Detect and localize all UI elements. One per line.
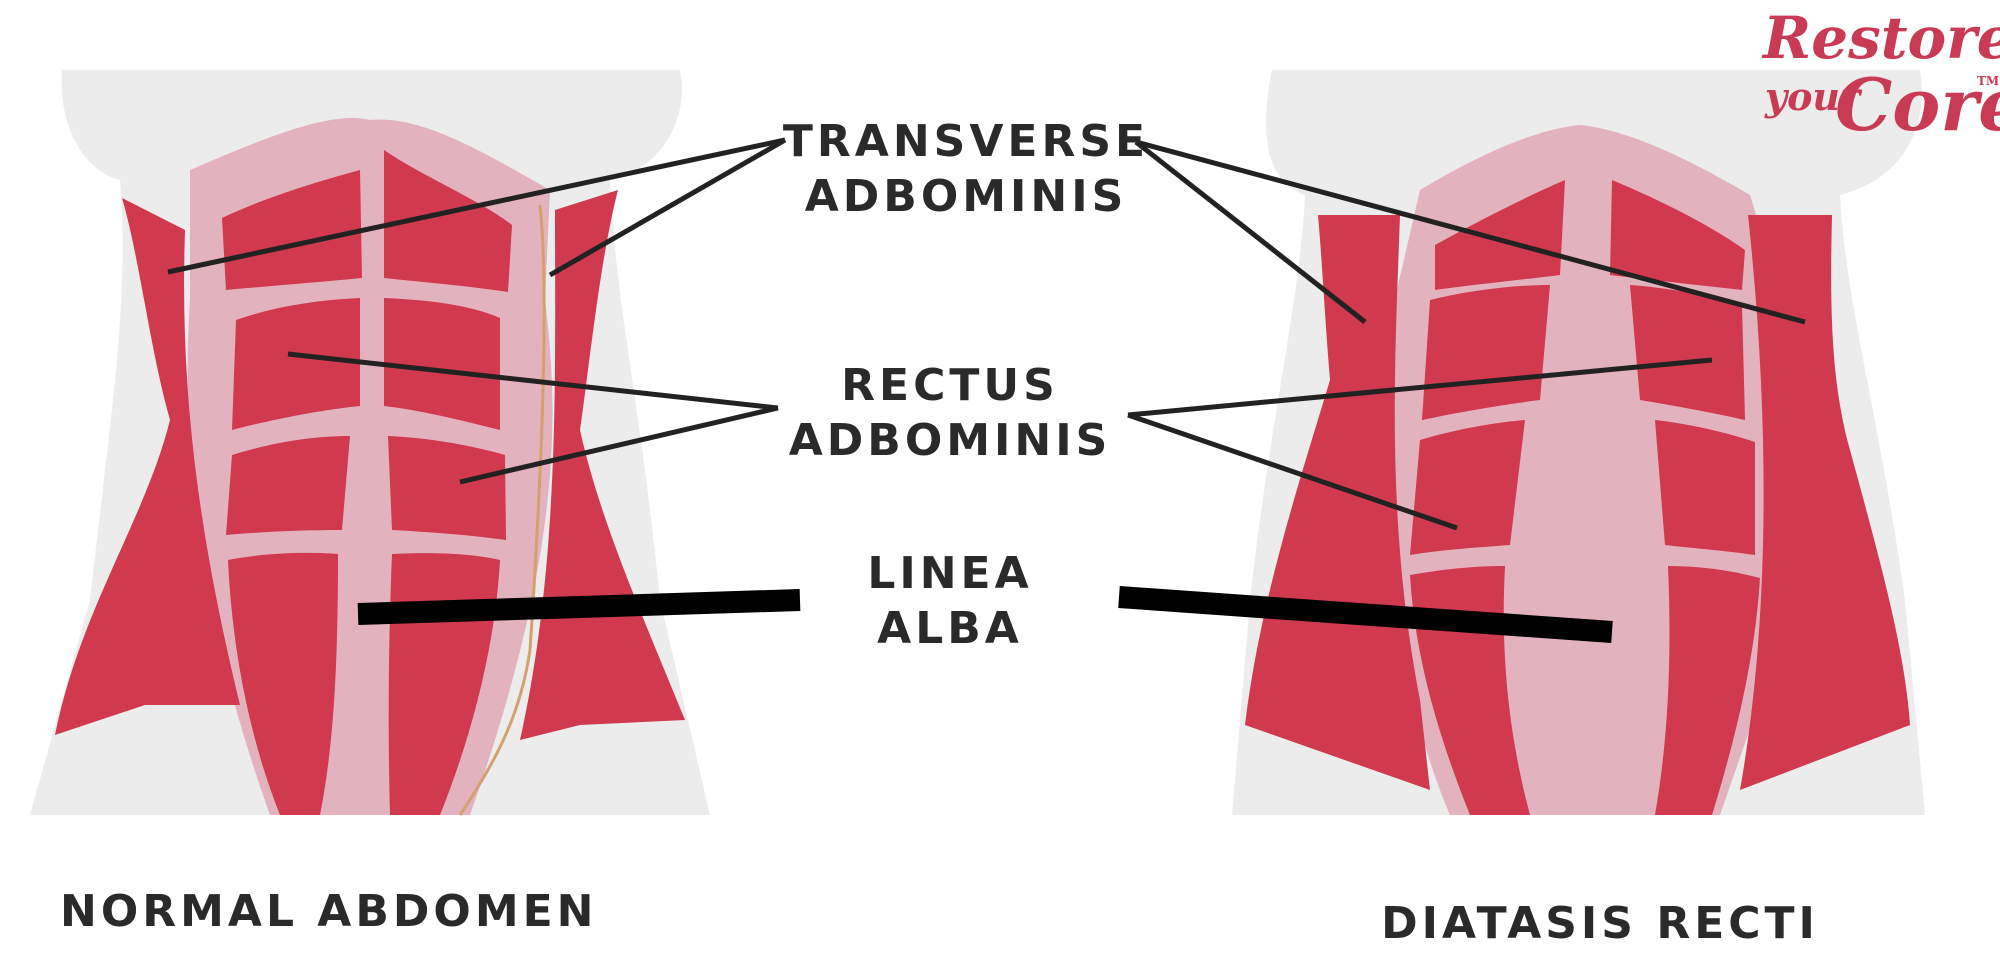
normal-abdomen-caption: NORMAL ABDOMEN [60, 886, 598, 937]
leader-transverse-right-a [1134, 140, 1367, 324]
logo-restore: Restore [1763, 4, 2000, 72]
diastasis-figure [1232, 70, 1925, 815]
diastasis-rectus-block [1630, 285, 1745, 420]
normal-rectus-block [228, 552, 338, 815]
diastasis-rectus-block [1655, 420, 1755, 555]
leader-transverse-left-a [167, 137, 786, 275]
normal-edge-line [458, 204, 546, 816]
normal-rectus-block [222, 170, 362, 290]
diastasis-rectus-block [1435, 180, 1565, 290]
diastasis-rectus-block [1655, 566, 1760, 815]
logo-core: Core [1835, 62, 2000, 147]
diastasis-rectus-block [1422, 285, 1550, 420]
leader-transverse-right-b [1135, 139, 1806, 325]
linea-label-line-1: LINEA [867, 548, 1033, 599]
rectus-label-line-2: ADBOMINIS [788, 415, 1112, 466]
leader-rectus-left-b [459, 405, 779, 485]
linea-alba-label: LINEA ALBA [750, 546, 1150, 656]
diastasis-transverse-left [1245, 215, 1430, 790]
leader-transverse-left-b [548, 137, 787, 278]
diastasis-rectus-block [1610, 180, 1745, 290]
diastasis-rectus-block [1410, 420, 1525, 555]
leader-lines [167, 137, 1806, 643]
linea-label-line-2: ALBA [877, 603, 1023, 654]
transverse-abdominis-label: TRANSVERSE ADBOMINIS [766, 114, 1166, 224]
logo-trademark: TM [1977, 74, 2000, 88]
rectus-abdominis-label: RECTUS ADBOMINIS [750, 358, 1150, 468]
logo-your: your [1765, 74, 1861, 119]
normal-transverse-left [55, 198, 240, 735]
normal-rectus-block [232, 298, 360, 430]
rectus-label-line-1: RECTUS [841, 360, 1059, 411]
normal-rectus-block [384, 298, 500, 430]
diastasis-transverse-right [1740, 215, 1910, 790]
leader-linea-right [1118, 586, 1613, 643]
leader-linea-left [357, 589, 801, 625]
restore-your-core-logo: Restore your Core TM [1755, 4, 2000, 154]
normal-abdomen-figure [30, 70, 710, 816]
normal-rectus-block [226, 436, 350, 535]
transverse-label-line-2: ADBOMINIS [804, 171, 1128, 222]
leader-rectus-right-a [1127, 357, 1713, 418]
normal-rectus-block [388, 436, 506, 540]
leader-rectus-right-b [1127, 412, 1458, 531]
leader-rectus-left-a [287, 351, 779, 411]
transverse-label-line-1: TRANSVERSE [782, 116, 1150, 167]
normal-rectus-block [384, 150, 512, 292]
diastasis-recti-caption: DIATASIS RECTI [1381, 898, 1819, 949]
